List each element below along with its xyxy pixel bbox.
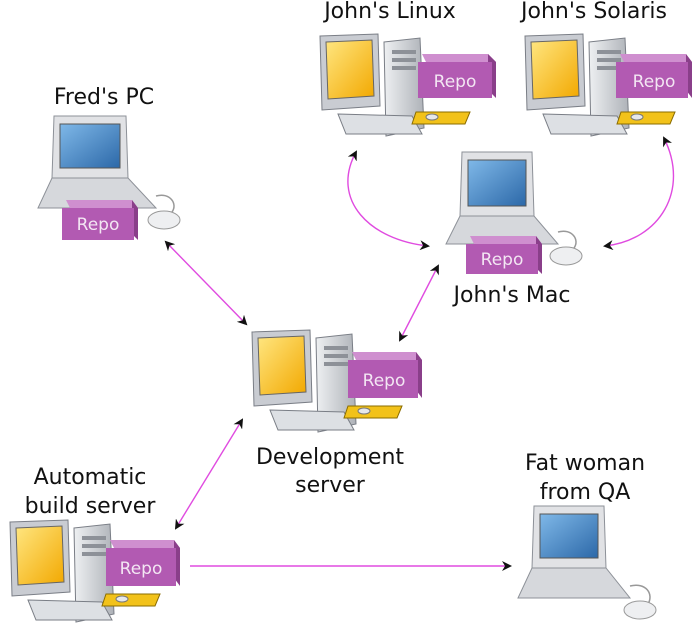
node-label: Fred's PC (54, 85, 154, 110)
desktop-tower-icon (9, 519, 161, 623)
node-label: John's Linux (322, 0, 456, 24)
connection-arrows (164, 136, 675, 571)
arrow-johns-linux-to-johns-mac (347, 150, 430, 251)
node-johns-solaris[interactable]: John's Solaris Repo (519, 0, 692, 137)
node-label-line-1: Fat woman (525, 451, 645, 476)
arrow-development-server-to-automatic-build-server (174, 418, 244, 530)
repo-badge: Repo (466, 236, 542, 274)
repo-label: Repo (633, 72, 676, 92)
desktop-tower-icon (524, 33, 676, 137)
node-label-line-1: Automatic (34, 465, 147, 490)
arrow-freds-pc-to-development-server (164, 240, 248, 326)
node-johns-mac[interactable]: Repo John's Mac (445, 151, 583, 308)
repo-badge: Repo (418, 54, 496, 98)
node-fat-woman-from-qa[interactable]: Fat woman from QA (517, 451, 657, 620)
node-johns-linux[interactable]: John's Linux Repo (319, 0, 496, 137)
node-development-server[interactable]: Repo Development server (251, 329, 422, 498)
repo-badge: Repo (106, 540, 180, 586)
desktop-tower-icon (251, 329, 403, 433)
repo-badge: Repo (62, 200, 138, 240)
arrow-johns-solaris-to-johns-mac (603, 136, 675, 251)
arrow-johns-mac-to-development-server (399, 264, 439, 342)
node-automatic-build-server[interactable]: Automatic build server Repo (9, 465, 180, 623)
repo-label: Repo (77, 215, 120, 235)
node-label: John's Mac (452, 283, 571, 308)
repo-label: Repo (481, 250, 524, 270)
node-label-line-2: server (295, 473, 366, 498)
desktop-tower-icon (319, 33, 471, 137)
laptop-icon (517, 505, 657, 620)
node-label-line-1: Development (256, 445, 404, 470)
node-label-line-2: build server (25, 494, 157, 519)
repo-badge: Repo (616, 54, 692, 98)
node-label-line-2: from QA (540, 480, 631, 505)
node-freds-pc[interactable]: Fred's PC Repo (37, 85, 181, 240)
repo-label: Repo (363, 371, 406, 391)
node-label: John's Solaris (519, 0, 667, 24)
repo-label: Repo (120, 559, 163, 579)
repo-label: Repo (434, 72, 477, 92)
repo-badge: Repo (348, 352, 422, 398)
